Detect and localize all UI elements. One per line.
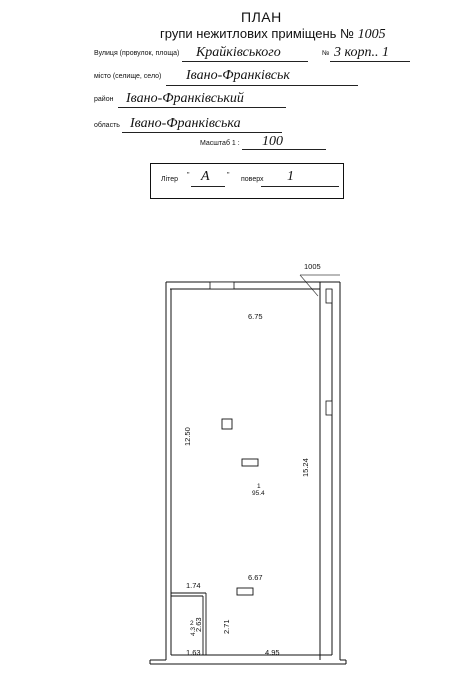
top-wall-notch [209,281,235,290]
district-label: район [94,96,114,103]
column-2 [241,458,259,467]
street-value: Крайківського [196,45,281,60]
page-subtitle: групи нежитлових приміщень № 1005 [160,26,386,43]
dim-bottom-left: 1.63 [186,648,201,657]
litera-underline [191,186,225,187]
city-label: місто (селище, село) [94,73,162,80]
dim-left: 12.50 [183,427,192,446]
dim-right: 15.24 [301,458,310,477]
city-value: Івано-Франківськ [186,68,290,83]
floor-underline [261,186,339,187]
scale-underline [242,149,326,150]
room1-number: 1 [257,483,261,490]
outer-walls [149,281,347,665]
scale-label: Масштаб 1 : [200,140,240,147]
scale-value: 100 [262,134,283,149]
dim-mid: 6.67 [248,573,263,582]
house-underline [330,61,410,62]
dim-top: 6.75 [248,312,263,321]
dim-bottom-right: 4.95 [265,648,280,657]
group-mark-leader [299,274,319,297]
litera-value: А [201,169,210,184]
column-3 [236,587,254,596]
litera-open-quote: " [187,172,190,179]
litera-label: Літер [161,176,179,183]
column-1 [221,418,233,430]
right-pilaster-mid [325,400,333,416]
floor-value: 1 [287,169,294,184]
region-value: Івано-Франківська [130,116,241,131]
region-underline [122,132,282,133]
page-title: ПЛАН [241,9,282,25]
city-underline [166,85,358,86]
group-number: 1005 [357,27,386,42]
floor-label: поверх [241,176,264,183]
dim-small-top: 1.74 [186,581,201,590]
district-underline [118,107,286,108]
house-label: № [322,50,330,57]
street-label: Вулиця (провулок, площа) [94,50,180,57]
dim-small-v2: 2.71 [222,619,231,634]
litera-box: Літер " А " поверх 1 [150,163,344,199]
litera-close-quote: " [227,172,230,179]
subtitle-prefix: групи нежитлових приміщень № [160,26,355,41]
house-value: 3 корп.. 1 [334,45,390,60]
right-pilaster-top [325,288,333,304]
dim-small-v1: 2.63 [194,617,203,632]
region-label: область [94,122,120,129]
street-underline [182,61,308,62]
small-room-partition [170,592,207,655]
room1-area: 95.4 [252,490,265,497]
district-value: Івано-Франківський [126,91,244,106]
room2-number: 2 [190,620,194,627]
group-mark: 1005 [304,262,321,271]
